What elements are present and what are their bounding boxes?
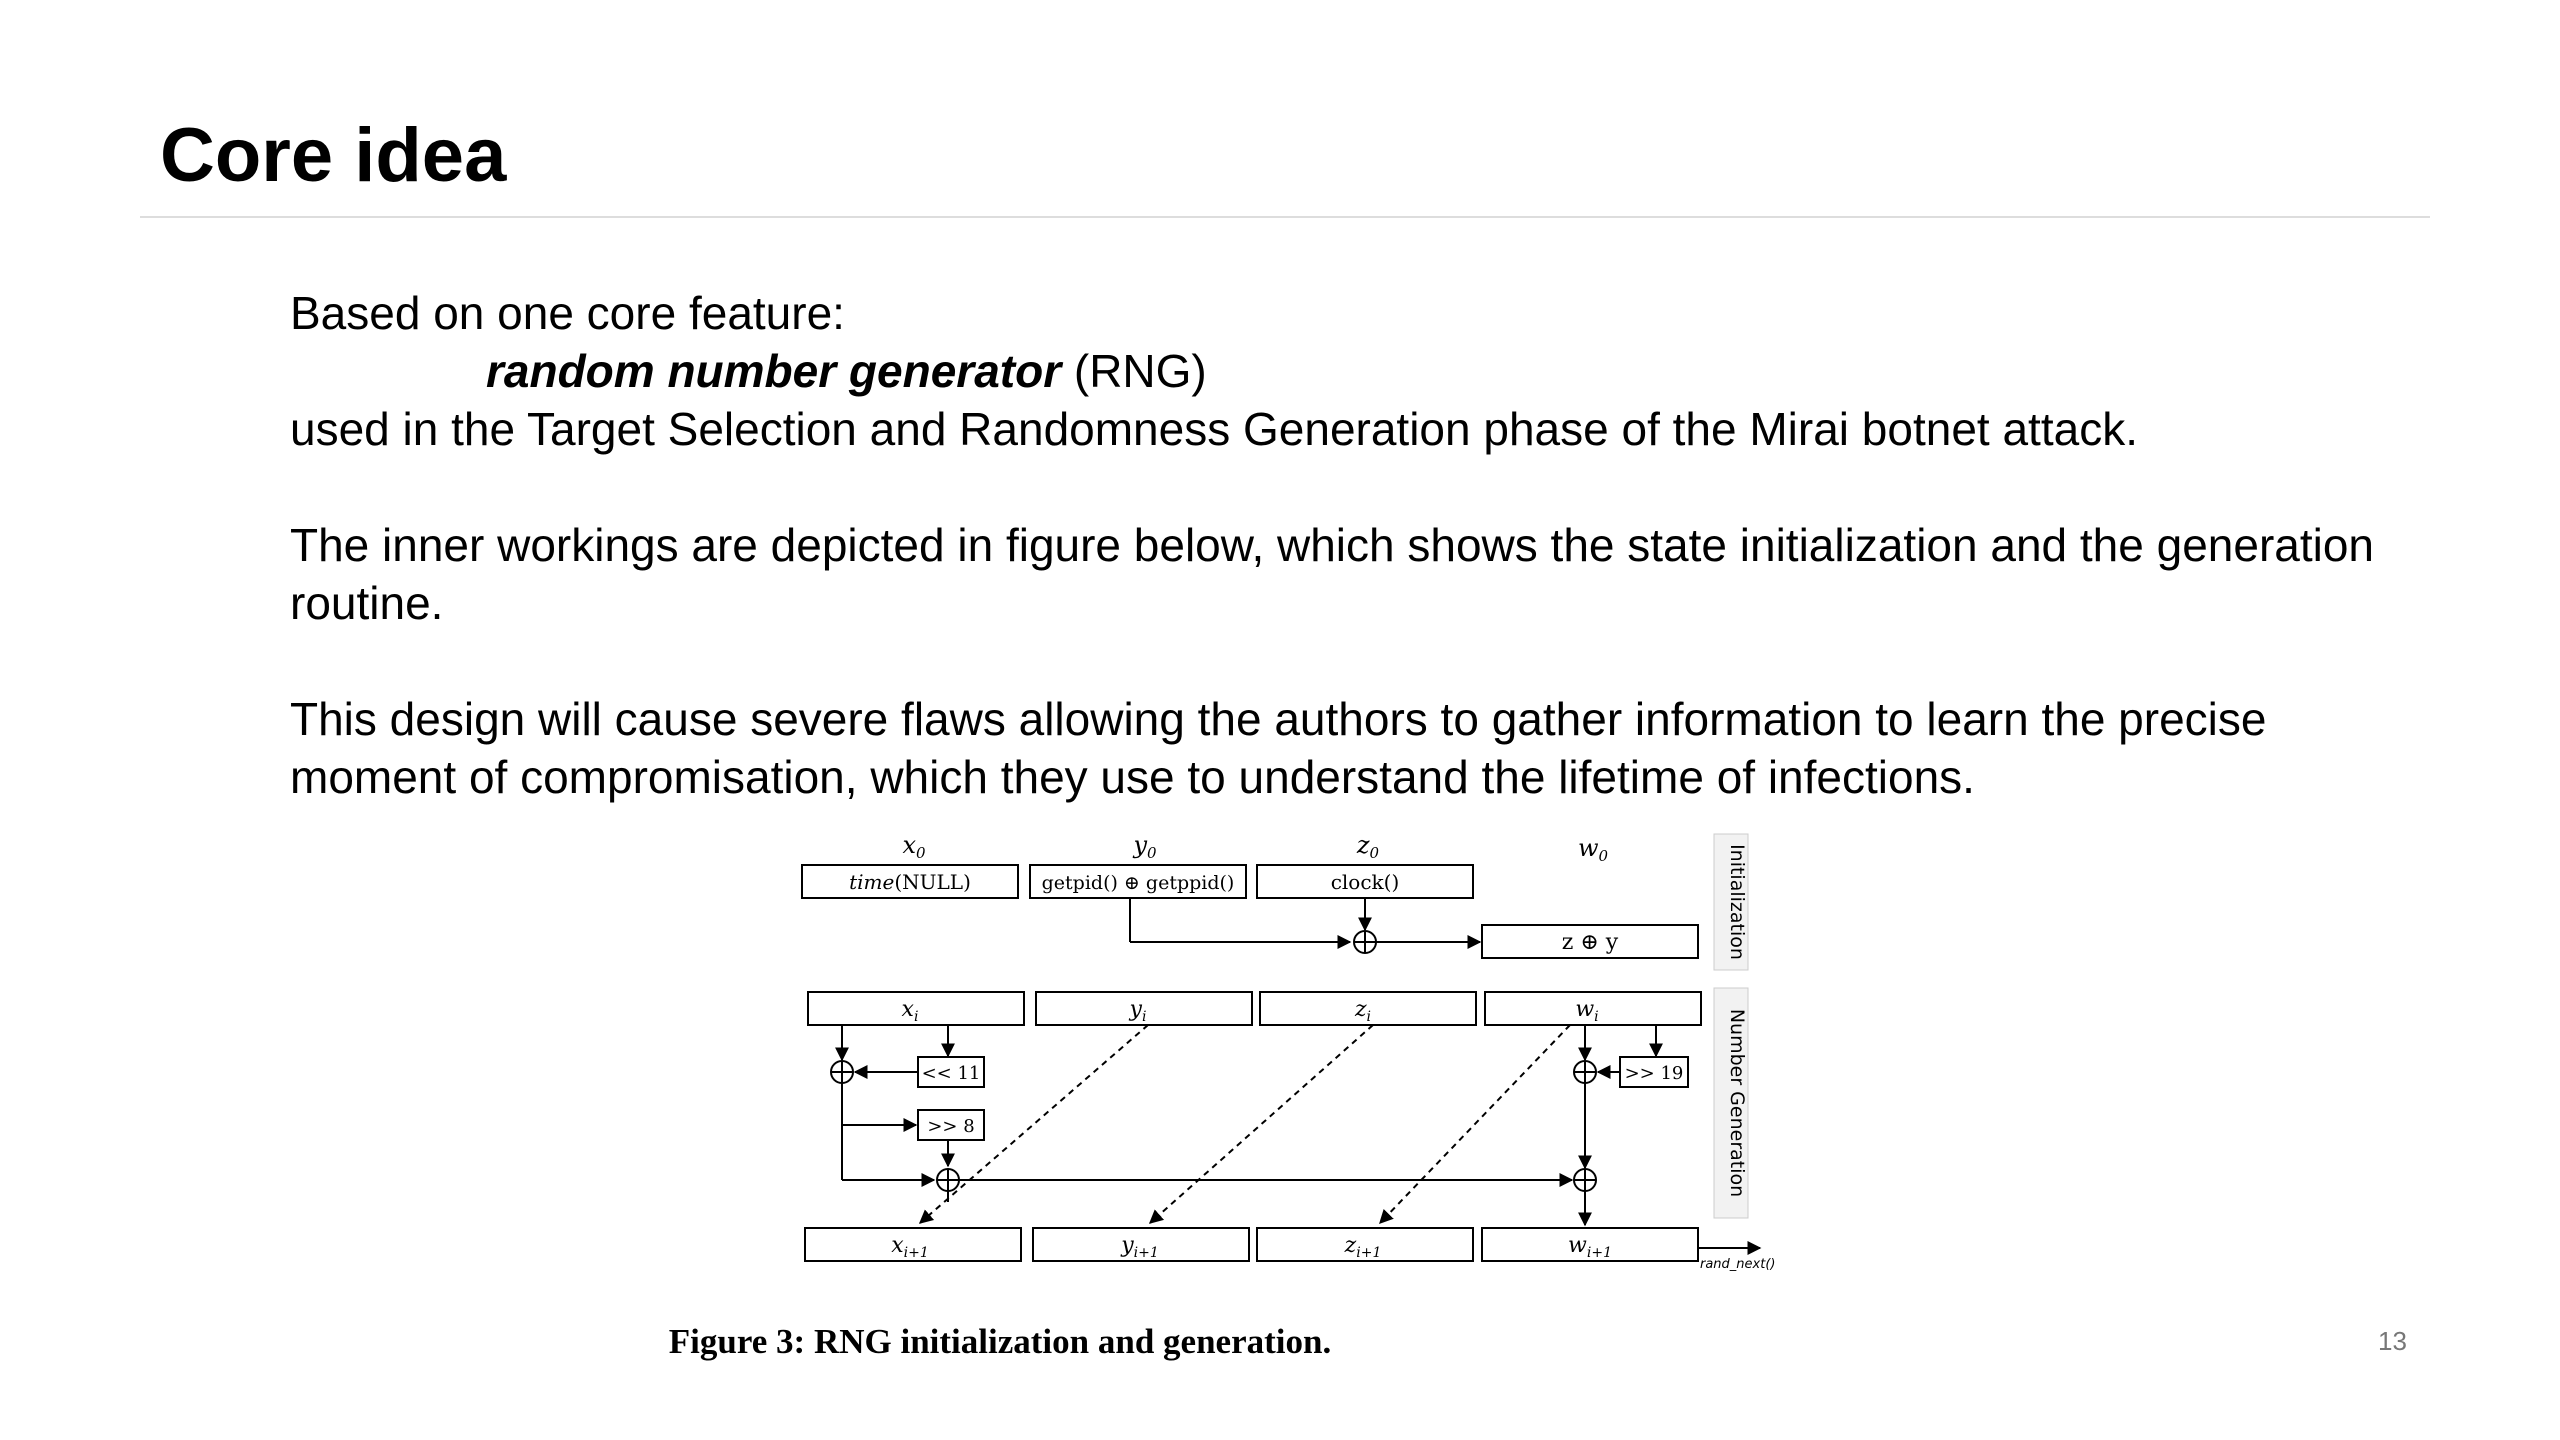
next-label-y: yi+1 <box>1120 1233 1159 1261</box>
xor-init-icon <box>1353 930 1377 954</box>
next-box-y <box>1032 1227 1250 1262</box>
shl-label: << 11 <box>922 1063 981 1084</box>
figure-caption: Figure 3: RNG initialization and generat… <box>668 1322 1332 1361</box>
paragraph-inner-workings: The inner workings are depicted in figur… <box>290 519 2375 629</box>
shr19-box <box>1619 1056 1689 1088</box>
intro-line: Based on one core feature: <box>290 287 845 339</box>
next-label-x: xi+1 <box>891 1233 929 1261</box>
init-label-w: w0 <box>1578 834 1609 865</box>
init-label-z: z0 <box>1356 831 1380 862</box>
init-box-w-text: z ⊕ y <box>1562 930 1619 955</box>
gen-side-bar <box>1713 987 1749 1219</box>
gen-side-label: Number Generation <box>1726 1009 1748 1197</box>
state-box-y <box>1035 991 1253 1026</box>
init-side-bar <box>1713 833 1749 971</box>
state-box-z <box>1259 991 1477 1026</box>
state-label-x: xi <box>902 997 919 1025</box>
shr8-box <box>917 1109 985 1141</box>
state-label-z: zi <box>1354 997 1371 1025</box>
init-box-w <box>1481 924 1699 959</box>
slide-title: Core idea <box>160 113 507 198</box>
shift-w-to-z <box>1379 1024 1571 1225</box>
init-label-y: y0 <box>1132 831 1157 862</box>
state-box-x <box>807 991 1025 1026</box>
rng-diagram: x0 y0 z0 w0 time(NULL) getpid() ⊕ getppi… <box>790 820 1800 1280</box>
next-box-x <box>804 1227 1022 1262</box>
page-number: 13 <box>2378 1326 2407 1356</box>
rng-abbrev: (RNG) <box>1061 345 1207 397</box>
init-box-y <box>1029 864 1247 899</box>
shr8-label: >> 8 <box>927 1116 974 1137</box>
shr19-label: >> 19 <box>1625 1063 1684 1084</box>
next-label-z: zi+1 <box>1344 1233 1382 1261</box>
output-label: rand_next() <box>1700 1257 1775 1272</box>
xor-x-icon <box>936 1168 960 1192</box>
next-box-z <box>1256 1227 1474 1262</box>
shift-z-to-y <box>1148 1024 1374 1224</box>
rng-term: random number generator <box>486 345 1062 397</box>
state-label-w: wi <box>1575 997 1598 1025</box>
init-box-y-text: getpid() ⊕ getppid() <box>1042 872 1235 894</box>
init-box-x <box>801 864 1019 899</box>
state-box-w <box>1484 991 1702 1026</box>
xor-shr19-icon <box>1573 1060 1597 1084</box>
usage-line: used in the Target Selection and Randomn… <box>290 403 2138 455</box>
next-label-w: wi+1 <box>1568 1233 1612 1261</box>
init-side-label: Initialization <box>1726 844 1748 960</box>
slide-body: Based on one core feature: random number… <box>290 284 2390 806</box>
title-divider <box>140 216 2430 218</box>
init-label-x: x0 <box>902 831 926 862</box>
xor-shl-icon <box>830 1060 854 1084</box>
paragraph-design-flaws: This design will cause severe flaws allo… <box>290 693 2267 803</box>
next-box-w <box>1481 1227 1699 1262</box>
xor-w-icon <box>1573 1168 1597 1192</box>
rng-line: random number generator (RNG) <box>290 342 2390 400</box>
init-box-x-text: time(NULL) <box>849 870 971 894</box>
init-box-z-text: clock() <box>1331 870 1400 894</box>
state-label-y: yi <box>1129 997 1147 1025</box>
